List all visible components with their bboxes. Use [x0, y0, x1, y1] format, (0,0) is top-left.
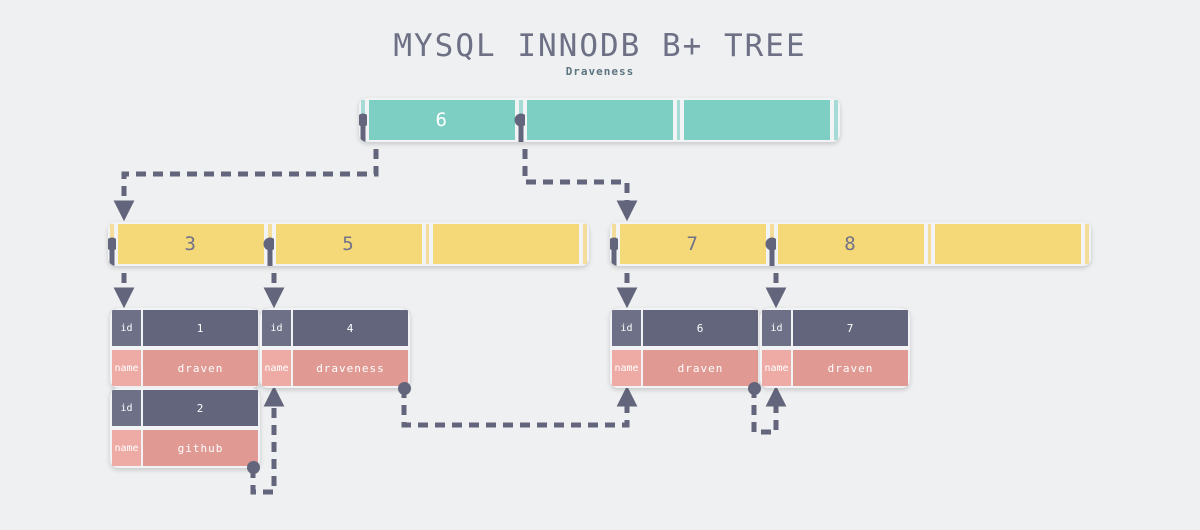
leaf-record-6[interactable]: id 6 name draven	[610, 308, 760, 388]
right-internal-key-0: 7	[617, 222, 768, 266]
leaf-row-id: id 2	[110, 388, 260, 428]
leaf-record-2[interactable]: id 2 name github	[110, 388, 260, 468]
leaf-field-value: 4	[292, 308, 410, 348]
leaf-field-label: name	[260, 348, 292, 388]
internal-index-page-right[interactable]: 7 8	[610, 222, 1091, 266]
left-internal-pointer-3[interactable]	[581, 222, 589, 266]
leaf-record-4[interactable]: id 4 name draveness	[260, 308, 410, 388]
pointer-stub-icon	[109, 244, 115, 266]
leaf-row-id: id 7	[760, 308, 910, 348]
leaf-field-label: name	[110, 348, 142, 388]
leaf-field-label: name	[760, 348, 792, 388]
leaf-field-value: draveness	[292, 348, 410, 388]
leaf-field-value: 7	[792, 308, 910, 348]
leaf-record-1[interactable]: id 1 name draven	[110, 308, 260, 388]
right-internal-pointer-3[interactable]	[1083, 222, 1091, 266]
edge-leaf-4-to-leaf-6	[401, 385, 638, 428]
pointer-stub-icon	[267, 244, 273, 266]
left-internal-pointer-1[interactable]	[263, 222, 277, 266]
right-internal-key-1: 8	[775, 222, 926, 266]
leaf-field-label: id	[760, 308, 792, 348]
left-internal-pointer-2[interactable]	[423, 222, 432, 266]
root-pointer-2[interactable]	[674, 98, 683, 142]
root-key-0: 6	[366, 98, 517, 142]
right-internal-pointer-0[interactable]	[610, 222, 621, 266]
leaf-field-value: 1	[142, 308, 260, 348]
left-internal-key-0-text: 3	[184, 233, 197, 255]
leaf-field-label: id	[260, 308, 292, 348]
pointer-stub-icon	[769, 244, 775, 266]
edge-leaf-2-to-leaf-4	[250, 385, 285, 495]
right-internal-pointer-2[interactable]	[925, 222, 934, 266]
left-internal-pointer-0[interactable]	[108, 222, 119, 266]
root-key-1	[524, 98, 675, 142]
page-title: MYSQL INNODB B+ TREE	[393, 28, 807, 64]
leaf-field-value: draven	[142, 348, 260, 388]
root-pointer-1[interactable]	[514, 98, 528, 142]
pointer-stub-icon	[518, 120, 524, 142]
left-internal-key-1: 5	[273, 222, 424, 266]
right-internal-key-1-text: 8	[844, 233, 857, 255]
leaf-6-next-pointer-dot-icon	[748, 382, 761, 395]
leaf-row-name: name draveness	[260, 348, 410, 388]
leaf-2-next-pointer-dot-icon	[247, 461, 260, 474]
leaf-field-value: 2	[142, 388, 260, 428]
pointer-stub-icon	[360, 120, 366, 142]
leaf-row-id: id 6	[610, 308, 760, 348]
root-index-page[interactable]: 6	[359, 98, 840, 142]
left-internal-key-0: 3	[115, 222, 266, 266]
right-internal-pointer-1[interactable]	[765, 222, 779, 266]
pointer-stub-icon	[611, 244, 617, 266]
leaf-field-label: name	[610, 348, 642, 388]
leaf-field-label: id	[110, 388, 142, 428]
leaf-field-value: github	[142, 428, 260, 468]
root-pointer-0[interactable]	[359, 98, 370, 142]
right-internal-key-2	[933, 222, 1084, 266]
leaf-row-id: id 4	[260, 308, 410, 348]
leaf-field-label: id	[110, 308, 142, 348]
leaf-4-next-pointer-dot-icon	[398, 382, 411, 395]
root-key-0-text: 6	[435, 109, 448, 131]
edge-root-p0-to-left-internal	[113, 132, 379, 222]
left-internal-key-1-text: 5	[342, 233, 355, 255]
left-internal-key-2	[431, 222, 582, 266]
leaf-row-name: name draven	[760, 348, 910, 388]
internal-index-page-left[interactable]: 3 5	[108, 222, 589, 266]
leaf-row-id: id 1	[110, 308, 260, 348]
leaf-row-name: name draven	[110, 348, 260, 388]
leaf-row-name: name github	[110, 428, 260, 468]
edge-leaf-6-to-leaf-7	[751, 385, 787, 435]
leaf-row-name: name draven	[610, 348, 760, 388]
leaf-field-value: draven	[642, 348, 760, 388]
leaf-field-label: name	[110, 428, 142, 468]
leaf-record-7[interactable]: id 7 name draven	[760, 308, 910, 388]
leaf-field-value: 6	[642, 308, 760, 348]
edge-root-p1-to-right-internal	[522, 132, 638, 222]
page-subtitle: Draveness	[565, 65, 635, 78]
leaf-field-label: id	[610, 308, 642, 348]
root-pointer-3[interactable]	[832, 98, 840, 142]
leaf-field-value: draven	[792, 348, 910, 388]
right-internal-key-0-text: 7	[686, 233, 699, 255]
root-key-2	[682, 98, 833, 142]
